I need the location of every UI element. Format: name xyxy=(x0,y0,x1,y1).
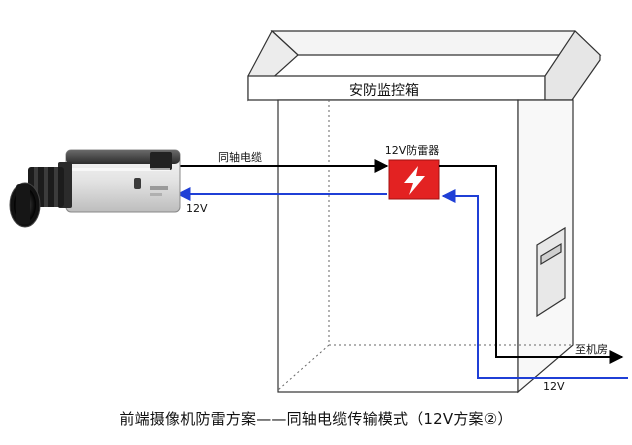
cabinet-title: 安防监控箱 xyxy=(349,83,419,99)
surge-arrester xyxy=(388,159,440,200)
power-cable xyxy=(176,187,628,379)
machine-room-label: 至机房 xyxy=(575,342,608,356)
power-left-label: 12V xyxy=(186,202,208,215)
diagram-caption: 前端摄像机防雷方案——同轴电缆传输模式（12V方案②） xyxy=(119,410,513,428)
arrester-label: 12V防雷器 xyxy=(385,143,440,157)
cabinet-handle-slot xyxy=(540,242,562,266)
power-right-label: 12V xyxy=(543,380,565,393)
security-cabinet xyxy=(247,30,602,394)
coax-label: 同轴电缆 xyxy=(218,150,262,164)
lightning-icon xyxy=(404,166,425,195)
cabinet-hidden-edges xyxy=(277,100,573,391)
box-camera xyxy=(9,149,181,228)
coax-cable xyxy=(178,159,624,364)
cabinet-roof-top xyxy=(270,30,602,56)
